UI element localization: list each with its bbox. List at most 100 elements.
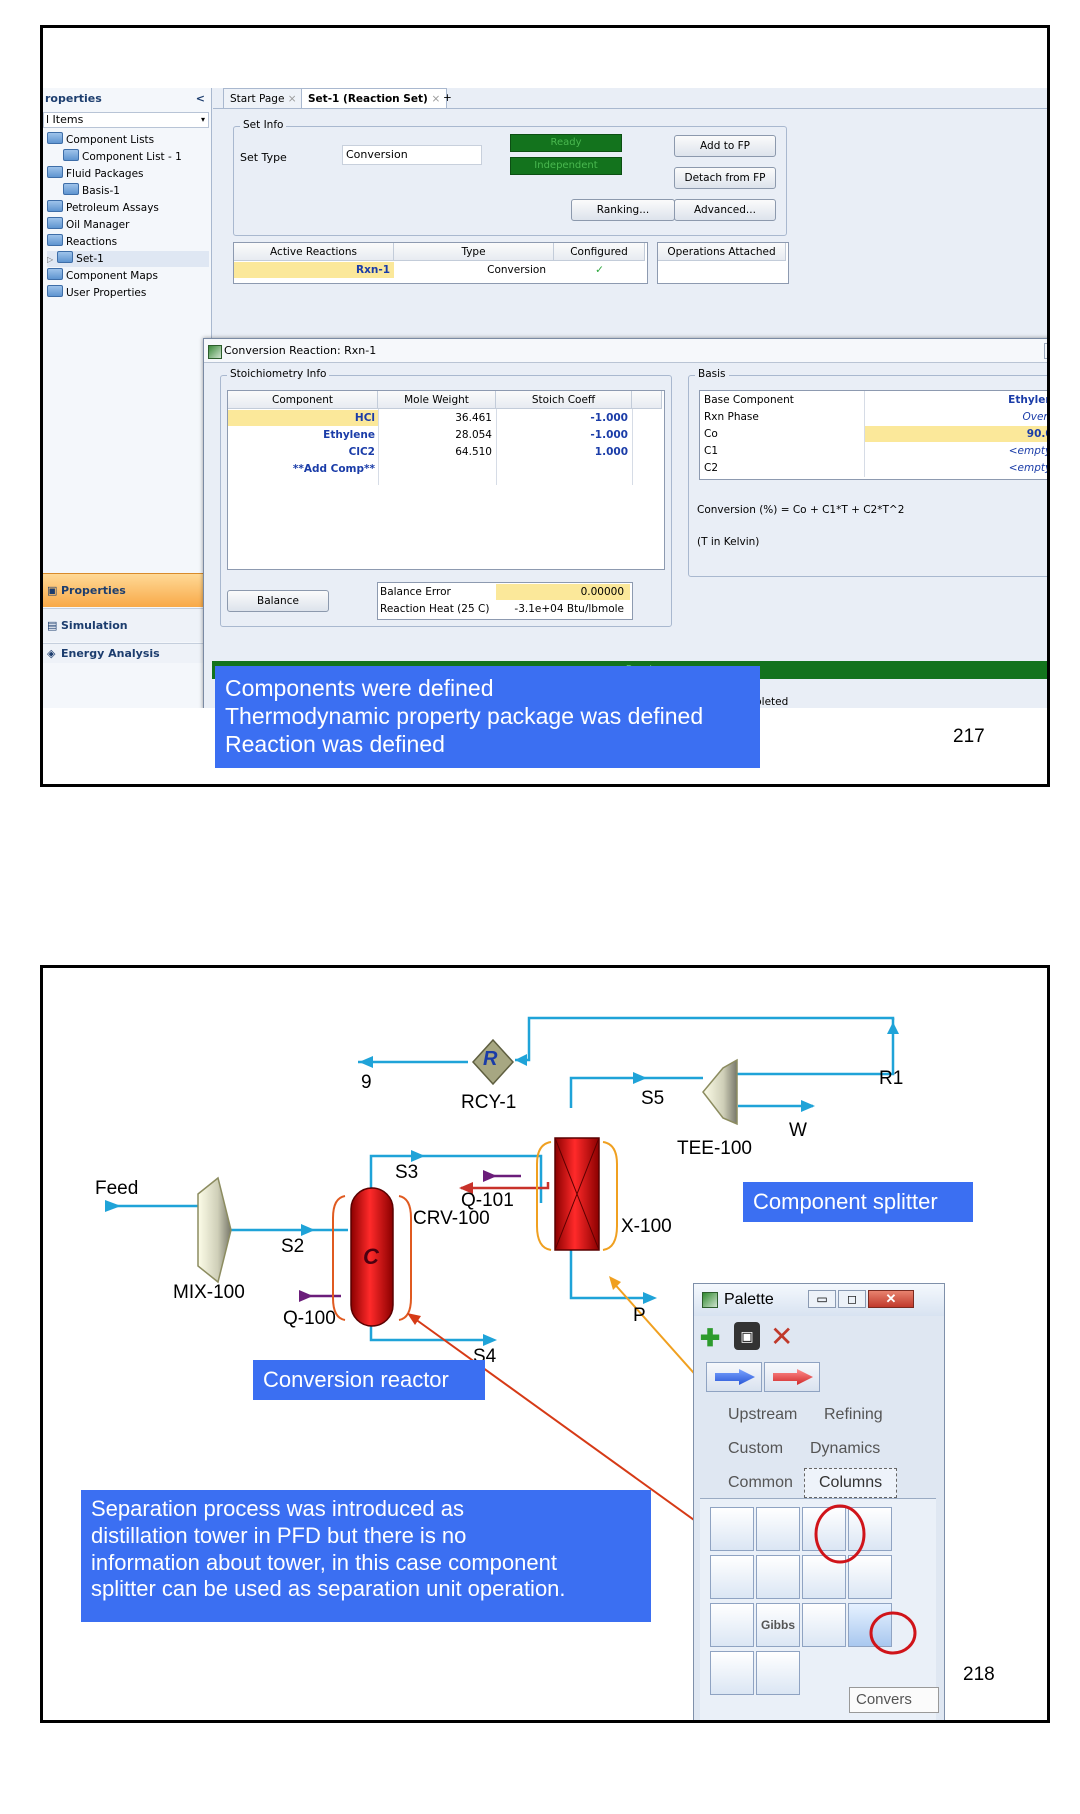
arrow-right-icon xyxy=(773,1369,813,1385)
stream-9[interactable] xyxy=(358,1056,468,1068)
col-divider xyxy=(378,409,379,485)
column-icon[interactable] xyxy=(756,1507,800,1551)
rxn-phase-value[interactable]: Overall xyxy=(1022,411,1048,423)
stoich-component-cell[interactable]: Ethylene xyxy=(323,429,375,441)
red-arrow-button[interactable] xyxy=(764,1362,820,1392)
stoich-coeff-cell[interactable]: -1.000 xyxy=(590,429,628,441)
close-button[interactable]: ✕ xyxy=(868,1290,914,1308)
folder-icon xyxy=(57,251,74,263)
label-crv-100: CRV-100 xyxy=(413,1208,490,1229)
tree-item-oil-manager[interactable]: Oil Manager xyxy=(47,217,129,233)
stream-p[interactable] xyxy=(569,1228,657,1304)
mixer-mix-100[interactable] xyxy=(197,1176,232,1284)
base-component-value[interactable]: Ethylene xyxy=(1008,394,1047,406)
distillation-column-icon[interactable] xyxy=(802,1507,846,1551)
close-icon[interactable]: × xyxy=(287,93,297,105)
tree-item-petroleum-assays[interactable]: Petroleum Assays xyxy=(47,200,159,216)
page-number: 217 xyxy=(953,726,985,747)
column-icon[interactable] xyxy=(710,1555,754,1599)
advanced-button[interactable]: Advanced... xyxy=(674,199,776,221)
stoich-component-cell[interactable]: HCl xyxy=(228,410,378,426)
tab-custom[interactable]: Custom xyxy=(728,1440,784,1457)
basis-group: Basis Base Component Ethylene Rxn Phase … xyxy=(688,368,1048,577)
stream-s5[interactable] xyxy=(569,1072,703,1108)
column-icon[interactable] xyxy=(710,1603,754,1647)
tree-item-component-maps[interactable]: Component Maps xyxy=(47,268,158,284)
tree-item-fluid-packages[interactable]: Fluid Packages xyxy=(47,166,144,182)
reaction-name-cell[interactable]: Rxn-1 xyxy=(234,262,394,278)
palette-window: Palette ▭ ◻ ✕ ✚ ▣ ✕ Upstream Refining Cu… xyxy=(693,1283,945,1720)
ranking-button[interactable]: Ranking... xyxy=(571,199,675,221)
expand-arrow-icon[interactable]: ▷ xyxy=(47,255,54,264)
column-icon[interactable] xyxy=(848,1507,892,1551)
set-type-field[interactable]: Conversion xyxy=(342,145,482,165)
stream-recycle[interactable] xyxy=(515,1016,895,1066)
conversion-reactor-crv-100[interactable] xyxy=(332,1187,412,1327)
energy-stream-q100[interactable] xyxy=(299,1290,341,1302)
add-component-cell[interactable]: **Add Comp** xyxy=(292,463,375,475)
detach-from-fp-button[interactable]: Detach from FP xyxy=(674,167,776,189)
co-value[interactable]: 90.00 xyxy=(864,426,1047,442)
tree-item-set-1[interactable]: ▷Set-1 xyxy=(47,251,209,267)
tree-item-basis-1[interactable]: Basis-1 xyxy=(63,183,120,199)
stoich-mw-cell: 36.461 xyxy=(455,412,492,424)
maximize-button[interactable]: ◻ xyxy=(838,1290,866,1308)
nav-tab-simulation[interactable]: ▤Simulation xyxy=(43,608,209,642)
collapse-pane-button[interactable]: < xyxy=(195,92,205,105)
column-icon[interactable] xyxy=(710,1507,754,1551)
tree-item-component-lists[interactable]: Component Lists xyxy=(47,132,154,148)
c1-value[interactable]: <empty> xyxy=(1008,445,1047,457)
add-to-fp-button[interactable]: Add to FP xyxy=(674,135,776,157)
gibbs-reactor-icon[interactable]: Gibbs xyxy=(756,1603,800,1647)
component-splitter-x-100[interactable] xyxy=(536,1137,618,1251)
stream-r1[interactable] xyxy=(733,1018,899,1076)
nav-tab-energy-analysis[interactable]: ◈Energy Analysis xyxy=(43,643,209,663)
balance-button[interactable]: Balance xyxy=(227,590,329,612)
tree-item-user-properties[interactable]: User Properties xyxy=(47,285,146,301)
delete-icon[interactable]: ✕ xyxy=(770,1321,794,1352)
minimize-button[interactable]: ▭ xyxy=(808,1290,836,1308)
tab-start-page[interactable]: Start Page × xyxy=(223,88,304,109)
tab-reaction-set[interactable]: Set-1 (Reaction Set) × xyxy=(301,88,448,109)
tab-dynamics[interactable]: Dynamics xyxy=(810,1440,881,1457)
recycle-rcy-1[interactable] xyxy=(471,1038,515,1086)
minimize-button[interactable]: ▭ xyxy=(1044,343,1047,359)
column-icon[interactable] xyxy=(848,1555,892,1599)
stoich-component-cell[interactable]: ClC2 xyxy=(348,446,375,458)
tree-item-component-list-1[interactable]: Component List - 1 xyxy=(63,149,182,165)
nav-filter-dropdown[interactable]: l Items▾ xyxy=(43,112,209,128)
close-icon[interactable]: × xyxy=(431,93,441,105)
column-icon[interactable] xyxy=(756,1651,800,1695)
tab-common[interactable]: Common xyxy=(728,1474,793,1491)
operations-attached-table: Operations Attached xyxy=(657,242,789,284)
lock-icon[interactable]: ▣ xyxy=(734,1322,760,1350)
stoich-mw-cell: 64.510 xyxy=(455,446,492,458)
stream-s3[interactable] xyxy=(369,1150,543,1203)
add-icon[interactable]: ✚ xyxy=(700,1325,721,1352)
tab-refining[interactable]: Refining xyxy=(824,1406,883,1423)
stream-w[interactable] xyxy=(738,1100,815,1112)
stoich-coeff-cell[interactable]: 1.000 xyxy=(594,446,628,458)
c2-value[interactable]: <empty> xyxy=(1008,462,1047,474)
blue-arrow-button[interactable] xyxy=(706,1362,762,1392)
column-icon[interactable] xyxy=(756,1555,800,1599)
column-icon[interactable] xyxy=(710,1651,754,1695)
component-splitter-icon[interactable] xyxy=(848,1603,892,1647)
tee-tee-100[interactable] xyxy=(702,1058,738,1126)
nav-tab-properties[interactable]: ▣Properties xyxy=(43,573,209,607)
stoich-coeff-cell[interactable]: -1.000 xyxy=(590,412,628,424)
tab-upstream[interactable]: Upstream xyxy=(728,1406,798,1423)
label-x-100: X-100 xyxy=(621,1216,672,1237)
folder-icon xyxy=(63,183,79,195)
stream-feed[interactable] xyxy=(105,1200,198,1212)
stream-s2[interactable] xyxy=(231,1224,348,1236)
recycle-symbol: R xyxy=(483,1048,498,1070)
new-tab-button[interactable]: + xyxy=(443,92,452,104)
column-icon[interactable] xyxy=(802,1555,846,1599)
energy-stream-q101[interactable] xyxy=(459,1170,550,1194)
column-icon[interactable] xyxy=(802,1603,846,1647)
set-type-label: Set Type xyxy=(240,151,287,164)
stream-s4[interactable] xyxy=(369,1326,497,1346)
tree-item-reactions[interactable]: Reactions xyxy=(47,234,117,250)
tab-columns[interactable]: Columns xyxy=(804,1468,898,1498)
